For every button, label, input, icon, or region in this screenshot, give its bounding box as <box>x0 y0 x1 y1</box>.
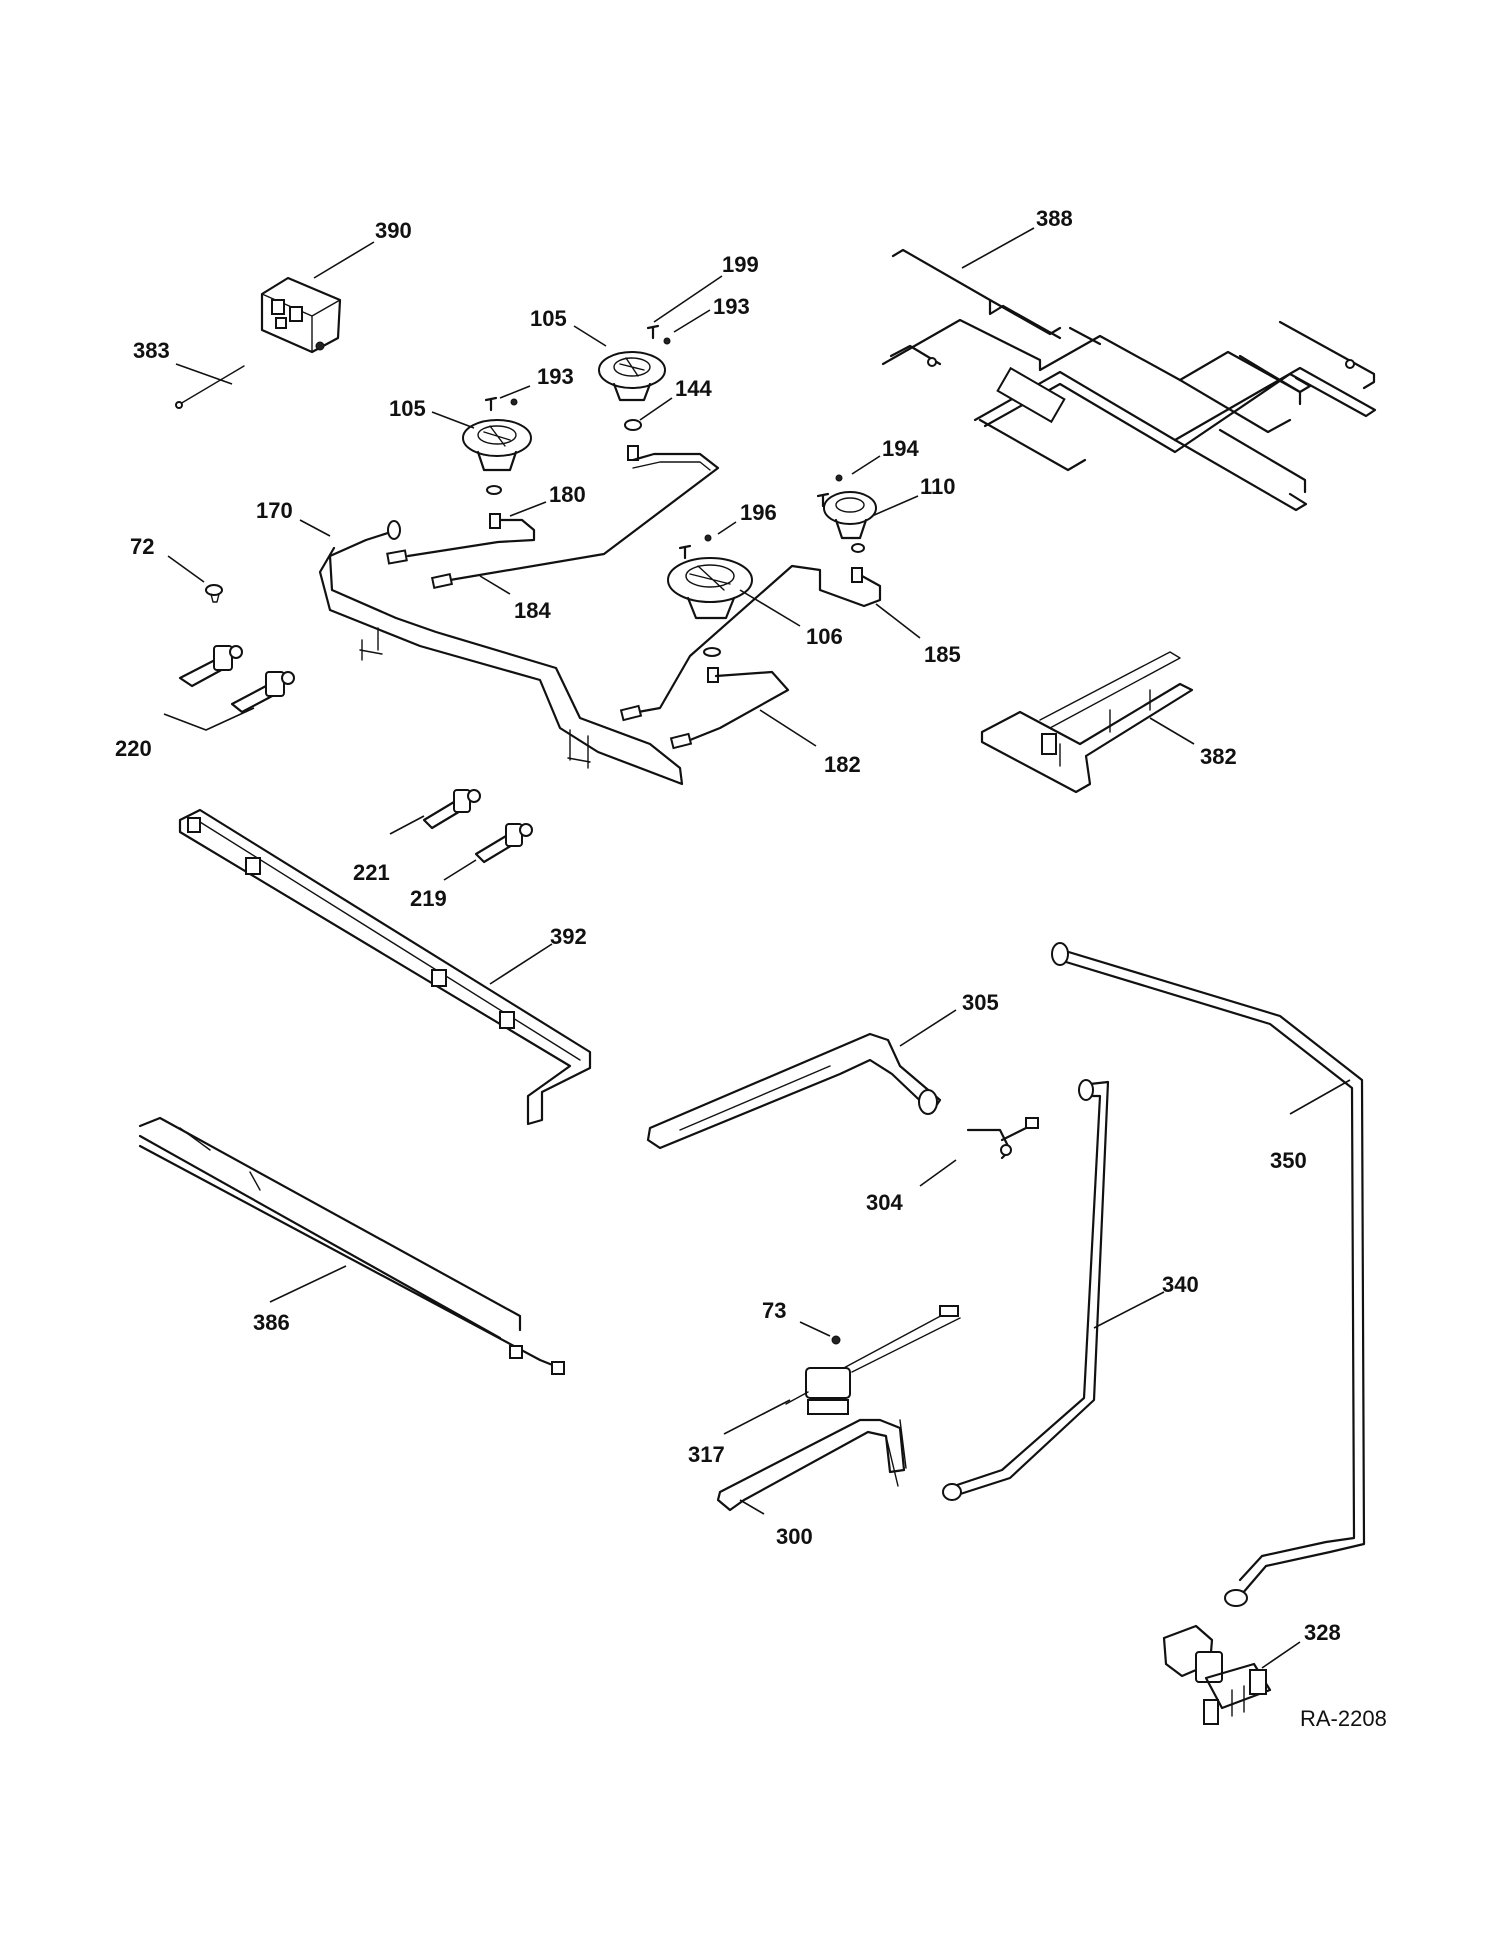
callout-382: 382 <box>1200 744 1237 769</box>
callout-220: 220 <box>115 736 152 761</box>
part-328-valve <box>1162 1624 1272 1725</box>
callout-340: 340 <box>1162 1272 1199 1297</box>
part-199-screw <box>646 324 660 340</box>
part-350-pipe <box>1051 942 1366 1607</box>
callout-199: 199 <box>722 252 759 277</box>
part-105-burner-upper <box>598 351 666 402</box>
callout-386: 386 <box>253 1310 290 1335</box>
part-220-valves <box>163 645 295 731</box>
part-106-burner <box>667 557 753 620</box>
callout-317: 317 <box>688 1442 725 1467</box>
callout-72: 72 <box>130 534 154 559</box>
callout-193: 193 <box>713 294 750 319</box>
part-182-tube <box>669 647 790 750</box>
part-388-manifold <box>881 248 1377 512</box>
callout-144: 144 <box>675 376 712 401</box>
part-382-rail <box>980 651 1194 794</box>
part-383-wire <box>175 365 245 409</box>
callout-193-b: 193 <box>537 364 574 389</box>
callout-392: 392 <box>550 924 587 949</box>
callout-73: 73 <box>762 1298 786 1323</box>
part-170-manifold-pipe <box>318 520 684 786</box>
callout-184: 184 <box>514 598 551 623</box>
part-180-tube <box>386 485 536 565</box>
part-72-cap <box>205 584 223 603</box>
part-110-burner <box>823 491 877 540</box>
part-221-valve <box>422 789 481 830</box>
part-390-terminal-block <box>260 276 342 354</box>
diagram-reference: RA-2208 <box>1300 1706 1387 1731</box>
part-300-burner <box>716 1418 907 1512</box>
part-193-screw-upper <box>663 337 671 345</box>
part-219-valve <box>474 823 533 864</box>
callout-106: 106 <box>806 624 843 649</box>
callout-388: 388 <box>1036 206 1073 231</box>
part-386-rods <box>138 1116 565 1375</box>
callout-219: 219 <box>410 886 447 911</box>
callout-305: 305 <box>962 990 999 1015</box>
callout-300: 300 <box>776 1524 813 1549</box>
callout-221: 221 <box>353 860 390 885</box>
callout-180: 180 <box>549 482 586 507</box>
part-73-screw <box>831 1335 841 1345</box>
part-144-orifice <box>624 419 642 461</box>
leader-lines <box>167 227 1351 1669</box>
part-194-screw <box>816 474 843 508</box>
callout-390: 390 <box>375 218 412 243</box>
callout-196: 196 <box>740 500 777 525</box>
callout-105: 105 <box>530 306 567 331</box>
callout-350: 350 <box>1270 1148 1307 1173</box>
callout-328: 328 <box>1304 1620 1341 1645</box>
callout-185: 185 <box>924 642 961 667</box>
callout-105-b: 105 <box>389 396 426 421</box>
part-185-tube <box>619 543 882 722</box>
callout-182: 182 <box>824 752 861 777</box>
part-304-fitting <box>966 1117 1039 1160</box>
callout-383: 383 <box>133 338 170 363</box>
callout-110: 110 <box>920 474 956 499</box>
part-340-pipe <box>942 1079 1110 1501</box>
part-105-burner-left <box>462 419 532 472</box>
callout-194: 194 <box>882 436 919 461</box>
part-196-screw <box>678 534 712 560</box>
part-305-burner <box>646 1032 942 1150</box>
callout-170: 170 <box>256 498 293 523</box>
part-184-tube <box>430 452 720 589</box>
part-193-screw-left <box>484 396 518 412</box>
callout-304: 304 <box>866 1190 903 1215</box>
callout-labels: 390 383 199 193 105 105 193 144 388 170 … <box>115 206 1387 1731</box>
part-317-igniter <box>785 1305 961 1415</box>
part-392-rail <box>178 808 592 1126</box>
